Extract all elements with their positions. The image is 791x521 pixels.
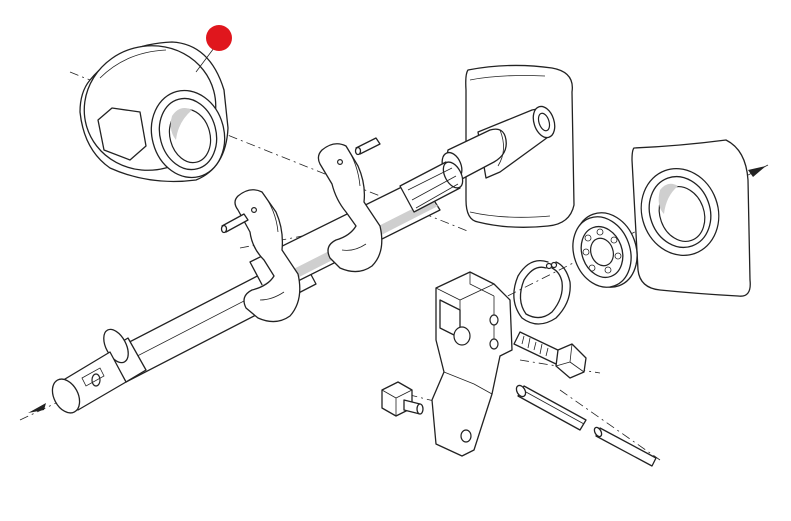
lever-hole-lower: [489, 338, 499, 350]
hex-bolt: [513, 331, 587, 379]
release-fork-right: [317, 143, 383, 273]
circlip: [513, 259, 571, 325]
highlight-marker-dot[interactable]: [206, 25, 232, 51]
marker-leader-line: [195, 47, 215, 73]
dowel-pin-right: [354, 137, 381, 156]
axis-arrows: [28, 166, 766, 413]
lever-hole-bottom: [460, 429, 472, 443]
bushing-housing-right: [631, 139, 751, 297]
lever-hole-upper: [489, 314, 499, 326]
arrow-left-icon: [28, 403, 46, 413]
square-head-screw: [381, 381, 424, 417]
spring-pin: [515, 384, 587, 431]
release-lever: [431, 271, 513, 457]
arrow-right-icon: [748, 166, 766, 177]
dowel-pin-left: [220, 213, 249, 234]
release-bearing: [79, 41, 229, 183]
pin-rod: [593, 426, 657, 467]
lever-bore: [453, 326, 471, 346]
release-fork-left: [234, 189, 301, 323]
needle-bearing: [572, 212, 638, 288]
guide-tube-housing: [441, 64, 575, 228]
